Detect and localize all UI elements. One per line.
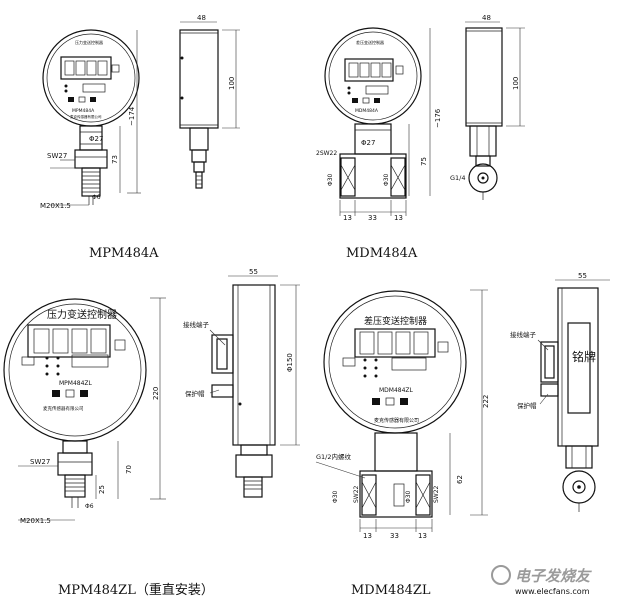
mpm484zl-display (33, 328, 107, 354)
mpm484a-phi-label: Φ27 (89, 135, 103, 143)
mdm484zl-face-bottom: 麦克传感器有限公司 (374, 417, 419, 424)
mpm484zl-caption: MPM484ZL（重直安装） (58, 582, 214, 598)
mdm484a-dleft-label: Φ30 (327, 173, 334, 186)
mdm484a-b2-label: 33 (368, 214, 377, 222)
mpm484a-sw-label: SW27 (47, 152, 67, 160)
mpm484a-total-label: ~174 (128, 106, 136, 126)
mdm484zl-sw-left-label: SW22 (353, 485, 360, 503)
mdm484a-face-brand: 差压变送控制器 (356, 39, 384, 45)
mdm484zl-b1-label: 13 (363, 532, 372, 540)
mpm484zl-cap-label: 保护帽 (185, 389, 205, 398)
mdm484a-phi-label: Φ27 (361, 139, 375, 147)
mpm484a-display (64, 60, 108, 76)
mdm484zl-b3-label: 13 (418, 532, 427, 540)
mpm484a-sub-label: Φ6 (92, 194, 101, 201)
mdm484a-sw-label: 2SW22 (316, 150, 337, 157)
mpm484zl-side-view: 55 接线端子 保护帽 Φ150 (183, 268, 300, 498)
mpm484a-face-company: 麦克传感器有限公司 (70, 114, 102, 119)
mdm484zl-title: 差压变送控制器 (364, 315, 427, 327)
mpm484zl-sub-label: Φ6 (85, 503, 94, 510)
mpm484zl-thread-label: M20X1.5 (20, 517, 51, 525)
mpm484a-height-label: 100 (228, 77, 236, 90)
mpm484a-face-model: MPM484A (72, 108, 95, 114)
mdm484zl-b2-label: 33 (390, 532, 399, 540)
mdm484zl-caption: MDM484ZL (351, 583, 431, 598)
mdm484zl-sw-right-label: SW22 (433, 485, 440, 503)
mdm484a-g-label: G1/4 (450, 174, 466, 182)
mpm484zl-len2-label: 25 (98, 485, 106, 494)
mpm484zl-len-label: 70 (125, 465, 133, 474)
mdm484zl-model: MDM484ZL (379, 387, 414, 394)
mpm484a-caption: MPM484A (89, 246, 159, 261)
mpm484a-side-view: 48 100 (179, 14, 240, 189)
mpm484zl-terminal-label: 接线端子 (183, 320, 210, 329)
mpm484zl-width-label: 55 (249, 268, 258, 276)
mpm484zl-title: 压力变送控制器 (47, 308, 117, 321)
mdm484a-b3-label: 13 (394, 214, 403, 222)
mdm484a-total-label: ~176 (434, 108, 442, 128)
mdm484zl-g-label: G1/2内螺纹 (316, 452, 351, 461)
watermark-url: www.elecfans.com (515, 587, 590, 596)
mdm484zl-display (359, 331, 429, 355)
mdm484a-face-model: MDM484A (355, 108, 379, 114)
mpm484a-len-label: 73 (111, 155, 119, 164)
mpm484zl-model: MPM484ZL (59, 380, 93, 387)
mdm484a-width-label: 48 (482, 14, 491, 22)
mdm484a-caption: MDM484A (346, 246, 418, 261)
mdm484a-len-label: 75 (420, 157, 428, 166)
mdm484a-b1-label: 13 (343, 214, 352, 222)
mdm484zl-front-view: 差压变送控制器 MDM484ZL 麦克传感器有限公司 G1/2内螺纹 Φ30 S… (315, 289, 490, 540)
mdm484a-dmid-label: Φ30 (383, 173, 390, 186)
mdm484a-display (348, 62, 392, 78)
mdm484zl-terminal-label: 接线端子 (510, 330, 537, 339)
mpm484zl-total-label: 220 (152, 387, 160, 400)
mpm484a-thread-label: M20X1.5 (40, 202, 71, 210)
watermark-text: 电子发烧友 (515, 567, 592, 585)
mpm484a-front-view: 压力变送控制器 MPM484A 麦克传感器有限公司 Φ27 SW27 M20X1… (40, 29, 141, 210)
mdm484a-front-view: 差压变送控制器 MDM484A Φ27 2SW22 Φ30 Φ30 13 33 … (316, 27, 442, 222)
mdm484a-side-view: 48 G1/4 100 (450, 14, 525, 200)
mdm484zl-total-label: 222 (482, 395, 490, 408)
mdm484zl-cap-label: 保护帽 (517, 401, 537, 410)
mdm484zl-dmid-label: Φ30 (405, 490, 412, 503)
watermark: 电子发烧友 www.elecfans.com (491, 565, 592, 596)
mdm484zl-plate: 铭牌 (572, 349, 596, 364)
mpm484zl-sw-label: SW27 (30, 458, 50, 466)
mpm484a-face-brand: 压力变送控制器 (75, 39, 103, 45)
mdm484zl-side-view: 55 铭牌 接线端子 保护帽 (510, 272, 610, 512)
mpm484a-width-label: 48 (197, 14, 206, 22)
mdm484zl-dleft-label: Φ30 (332, 490, 339, 503)
mpm484zl-front-view: 压力变送控制器 MPM484ZL 麦克传感器有限公司 SW27 M20X1.5 … (3, 297, 166, 525)
mdm484a-height-label: 100 (512, 77, 520, 90)
mdm484zl-len-label: 62 (456, 475, 464, 484)
mdm484zl-width-label: 55 (578, 272, 587, 280)
mpm484zl-face-bottom: 麦克传感器有限公司 (43, 405, 84, 412)
mpm484zl-height-label: Φ150 (286, 353, 294, 372)
